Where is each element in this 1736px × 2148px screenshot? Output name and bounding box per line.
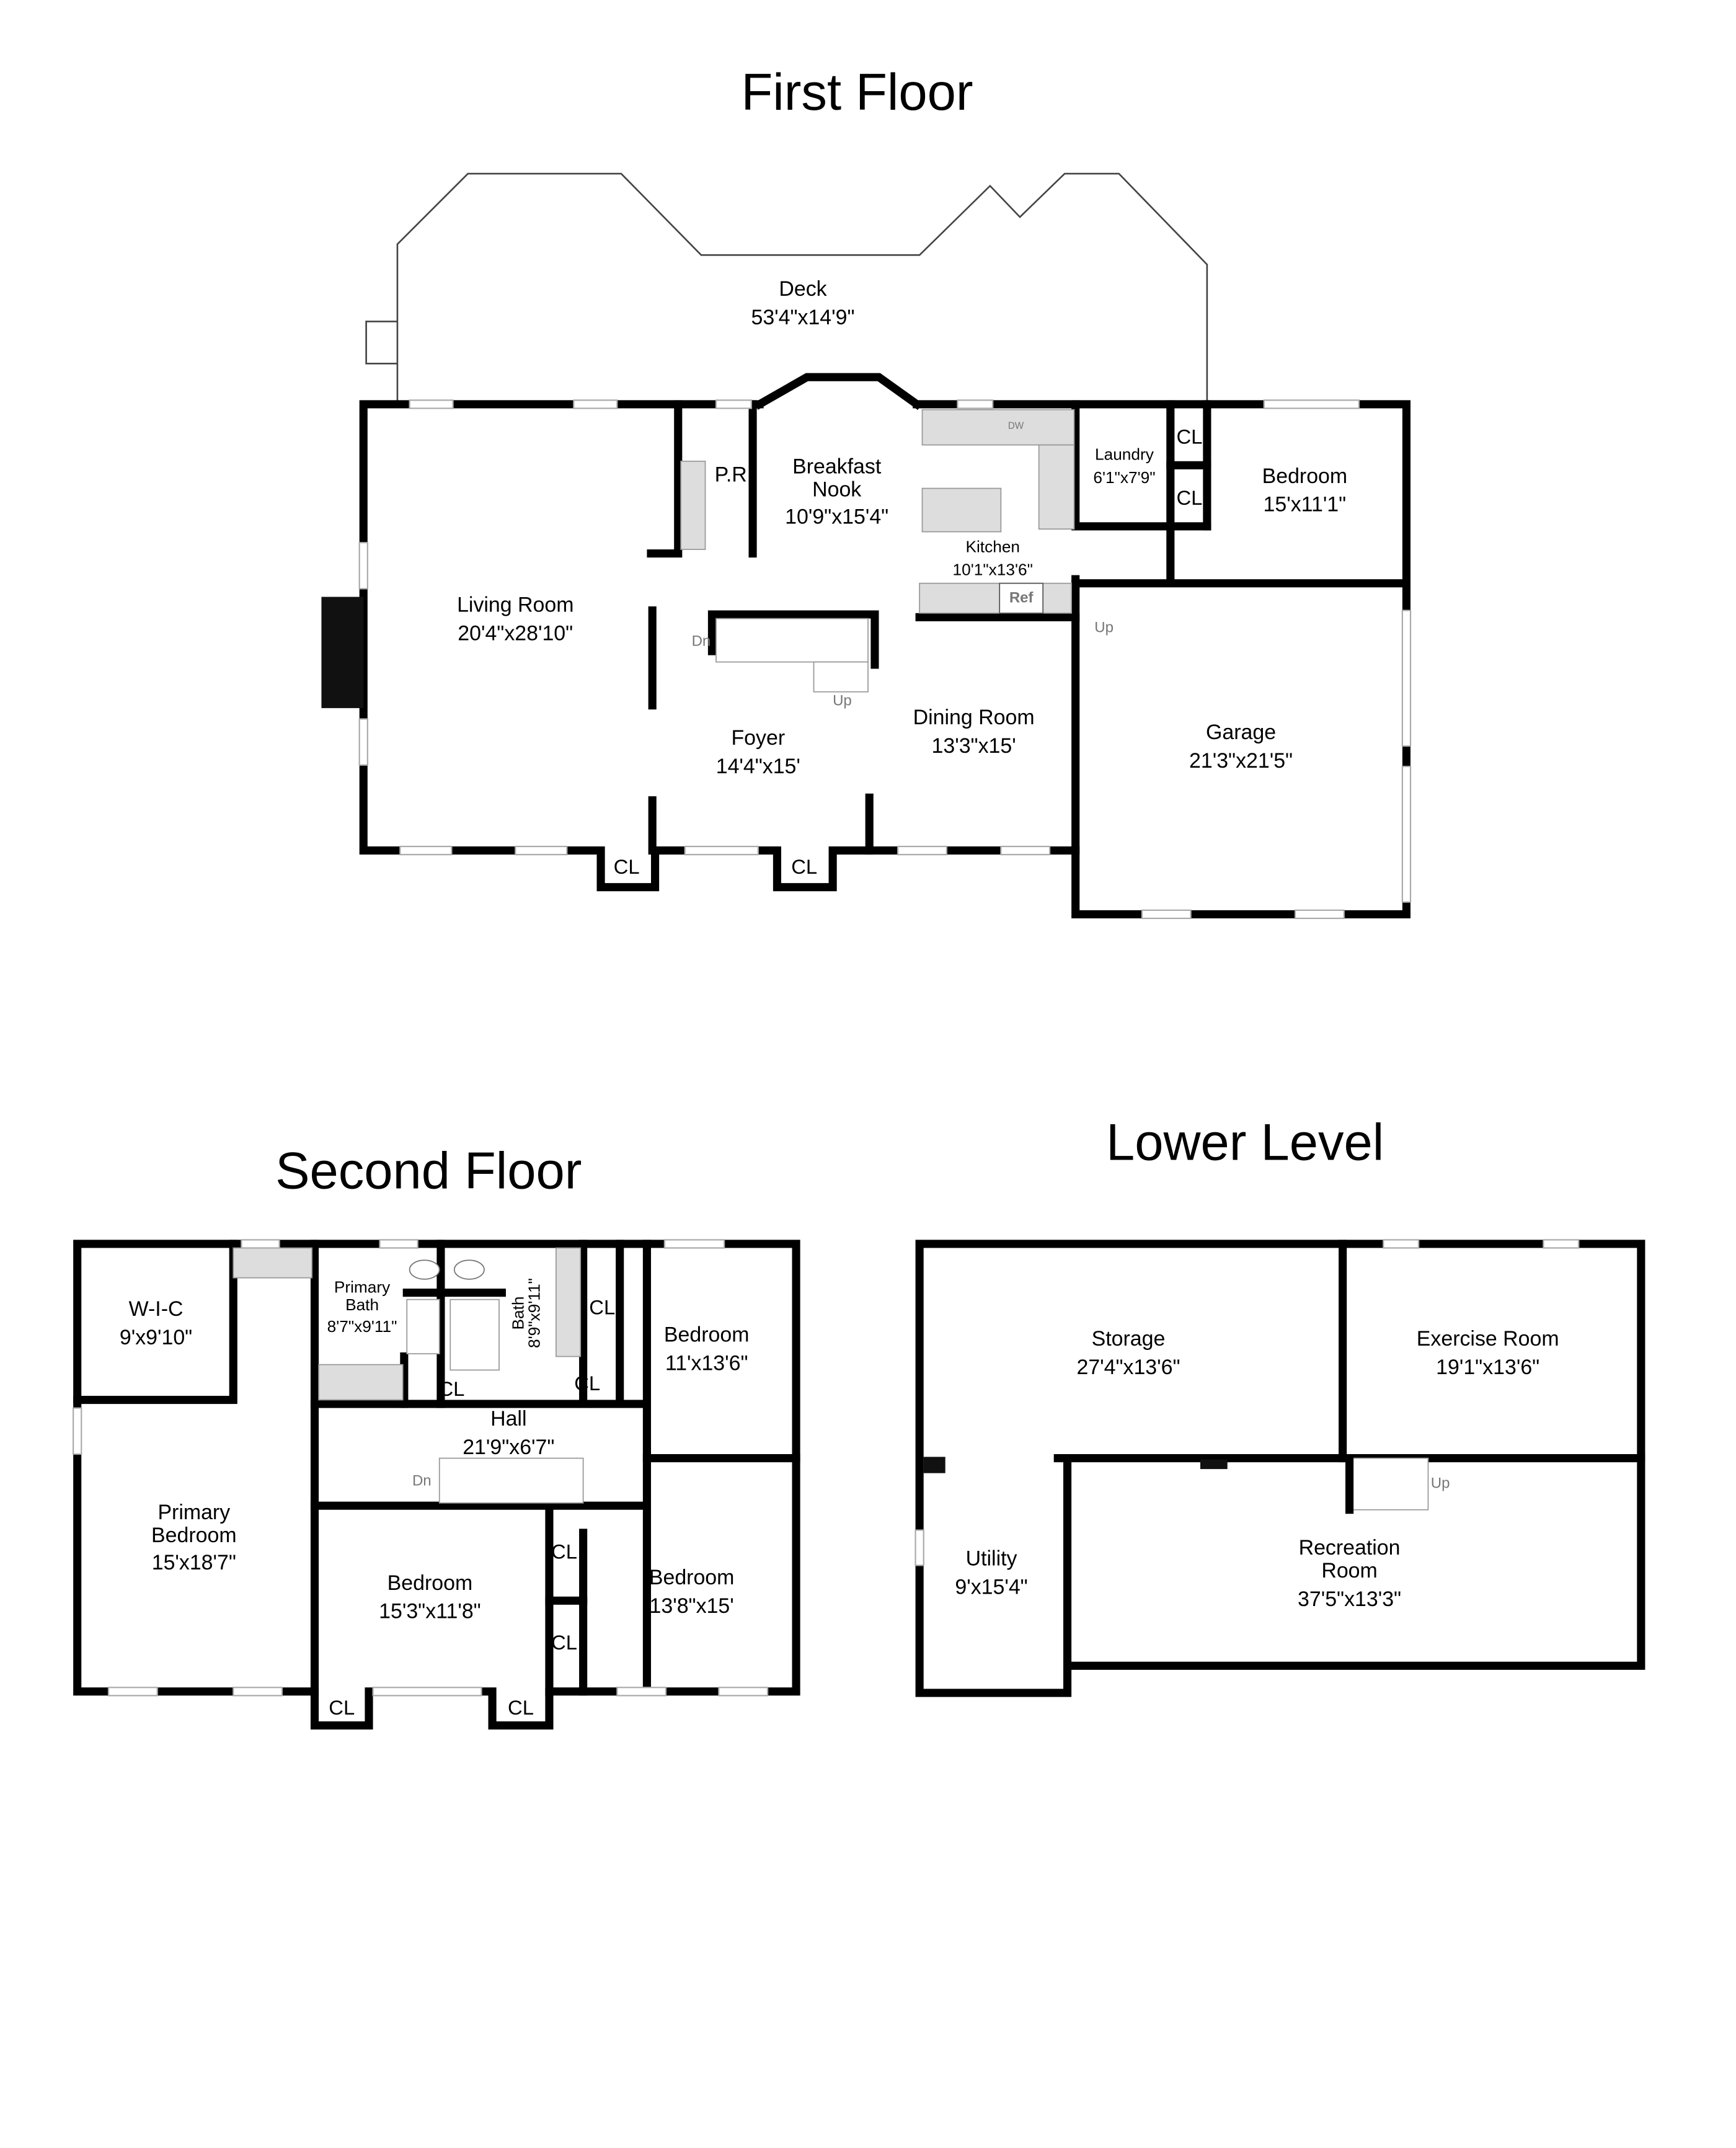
lower-level-title: Lower Level xyxy=(1106,1113,1384,1171)
refrigerator-label: Ref xyxy=(1009,589,1034,606)
closet-label: CL xyxy=(1176,486,1202,509)
hall-dimensions: 21'9"x6'7" xyxy=(463,1436,554,1459)
wic-dimensions: 9'x9'10" xyxy=(120,1326,192,1349)
foyer-label: Foyer xyxy=(731,726,785,750)
dining-room-label: Dining Room xyxy=(913,706,1035,729)
garage-label: Garage xyxy=(1206,721,1276,744)
deck-outline xyxy=(365,172,1208,404)
lower-level-plan: Storage 27'4"x13'6" Exercise Room 19'1"x… xyxy=(914,1239,1645,1697)
utility-label: Utility xyxy=(966,1547,1017,1570)
exercise-room-dimensions: 19'1"x13'6" xyxy=(1436,1356,1539,1379)
dining-room-dimensions: 13'3"x15' xyxy=(932,734,1016,758)
utility-dimensions: 9'x15'4" xyxy=(955,1575,1027,1599)
primary-bedroom-label-1: Primary xyxy=(157,1501,230,1524)
bedroom-dimensions: 15'x11'1" xyxy=(1264,493,1347,517)
closet-label: CL xyxy=(438,1377,464,1400)
closet-label: CL xyxy=(589,1296,615,1319)
closet-label: CL xyxy=(1176,425,1202,448)
bedroom-s-dimensions: 15'3"x11'8" xyxy=(379,1600,481,1623)
living-room-label: Living Room xyxy=(457,593,574,617)
powder-room-label: P.R. xyxy=(715,463,753,487)
stair-up-label: Up xyxy=(1431,1475,1450,1492)
nook-label-2: Nook xyxy=(812,478,861,502)
bedroom-ne-label: Bedroom xyxy=(664,1323,750,1346)
bedroom-label: Bedroom xyxy=(1262,464,1348,488)
stair-up-label: Up xyxy=(833,693,852,709)
living-room-dimensions: 20'4"x28'10" xyxy=(458,622,573,646)
closet-label: CL xyxy=(508,1696,534,1719)
dishwasher-label: DW xyxy=(1008,420,1024,431)
closet-label: CL xyxy=(551,1631,577,1654)
recreation-room-label-1: Recreation xyxy=(1299,1536,1401,1560)
closet-label: CL xyxy=(329,1696,355,1719)
deck-label: Deck xyxy=(779,277,826,301)
second-floor-plan: W-I-C 9'x9'10" Primary Bath 8'7"x9'11" B… xyxy=(73,1239,800,1730)
closet-label: CL xyxy=(791,855,817,878)
stair-down-label: Dn xyxy=(692,632,711,649)
primary-bedroom-label-2: Bedroom xyxy=(151,1524,237,1547)
nook-label-1: Breakfast xyxy=(792,455,882,478)
primary-bath-dimensions: 8'7"x9'11" xyxy=(327,1317,397,1336)
laundry-dimensions: 6'1"x7'9" xyxy=(1093,468,1155,487)
stair-down-label: Dn xyxy=(412,1472,432,1489)
kitchen-label: Kitchen xyxy=(965,537,1020,556)
primary-bedroom-dimensions: 15'x18'7" xyxy=(152,1551,236,1574)
garage-stair-up-label: Up xyxy=(1094,619,1114,636)
recreation-room-dimensions: 37'5"x13'3" xyxy=(1298,1587,1401,1611)
first-floor-title: First Floor xyxy=(742,63,973,121)
storage-label: Storage xyxy=(1092,1327,1166,1351)
recreation-room-label-2: Room xyxy=(1321,1559,1377,1582)
bedroom-s-label: Bedroom xyxy=(388,1571,473,1595)
deck-dimensions: 53'4"x14'9" xyxy=(751,306,854,329)
bath-label: Bath xyxy=(508,1297,527,1330)
wic-label: W-I-C xyxy=(129,1297,184,1321)
bedroom-se-label: Bedroom xyxy=(649,1566,735,1589)
closet-label: CL xyxy=(574,1372,600,1395)
fireplace xyxy=(321,597,364,708)
hall-label: Hall xyxy=(490,1407,526,1431)
closet-label: CL xyxy=(551,1540,577,1563)
second-floor-title: Second Floor xyxy=(275,1142,582,1199)
first-floor-plan: Deck 53'4"x14'9" Living Room 20'4"x28'10… xyxy=(321,172,1412,920)
storage-dimensions: 27'4"x13'6" xyxy=(1076,1356,1180,1379)
bedroom-ne-dimensions: 11'x13'6" xyxy=(665,1351,748,1375)
garage-dimensions: 21'3"x21'5" xyxy=(1189,749,1293,773)
closet-label: CL xyxy=(614,855,640,878)
foyer-dimensions: 14'4"x15' xyxy=(716,755,800,778)
kitchen-dimensions: 10'1"x13'6" xyxy=(953,561,1033,579)
exercise-room-label: Exercise Room xyxy=(1417,1327,1559,1351)
bath-dimensions: 8'9"x9'11" xyxy=(525,1278,544,1348)
nook-dimensions: 10'9"x15'4" xyxy=(785,505,888,528)
primary-bath-label-2: Bath xyxy=(345,1295,379,1314)
primary-bath-label-1: Primary xyxy=(334,1278,391,1297)
bedroom-se-dimensions: 13'8"x15' xyxy=(650,1594,734,1618)
laundry-label: Laundry xyxy=(1095,445,1154,464)
